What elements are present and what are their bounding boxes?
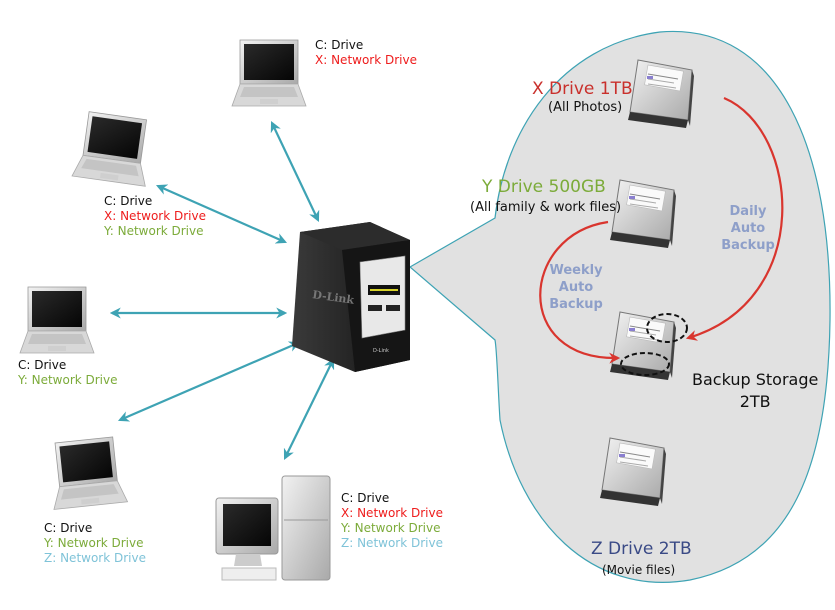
laptop-icon: [231, 39, 307, 107]
nas-device-icon: D-Link D-Link: [292, 222, 410, 372]
daily-line: Backup: [721, 238, 775, 253]
arrow-laptop-upper-left: [155, 184, 288, 244]
client-labels-laptop-left: C: Drive Y: Network Drive: [18, 358, 118, 388]
drive-label: C: Drive: [315, 38, 364, 52]
daily-backup-label: Daily Auto Backup: [718, 203, 778, 254]
client-labels-desktop: C: Drive X: Network Drive Y: Network Dri…: [341, 491, 443, 551]
backup-hdd-icon: [609, 311, 677, 381]
laptop-icon: [46, 435, 129, 510]
drive-label: Y: Network Drive: [104, 224, 204, 238]
weekly-backup-label: Weekly Auto Backup: [544, 262, 608, 313]
drive-label: X: Network Drive: [104, 209, 206, 223]
nas-brand-logo: D-Link: [312, 288, 356, 307]
laptop-icon: [71, 110, 155, 187]
backup-partition-y: [620, 352, 670, 376]
svg-text:D-Link: D-Link: [373, 348, 389, 354]
x-drive-subtitle: (All Photos): [548, 100, 623, 115]
drive-label: Y: Network Drive: [341, 521, 441, 535]
laptop-icon: [19, 286, 95, 354]
drive-label: Z: Network Drive: [44, 551, 146, 565]
desktop-computer-icon: [215, 475, 331, 581]
daily-backup-arrow: [685, 96, 784, 341]
client-labels-laptop-upper-left: C: Drive X: Network Drive Y: Network Dri…: [104, 194, 206, 239]
network-arrows: [109, 121, 335, 460]
backup-partition-x: [646, 313, 688, 343]
drive-label: X: Network Drive: [315, 53, 417, 67]
daily-line: Daily: [729, 204, 767, 219]
z-drive-hdd-icon: [599, 437, 667, 507]
drive-label: Z: Network Drive: [341, 536, 443, 550]
drive-label: C: Drive: [44, 521, 93, 535]
drive-label: C: Drive: [18, 358, 67, 372]
drive-label: Y: Network Drive: [18, 373, 118, 387]
drive-label: C: Drive: [341, 491, 390, 505]
backup-title-line: 2TB: [739, 392, 771, 411]
drive-label: C: Drive: [104, 194, 153, 208]
arrow-desktop: [283, 358, 335, 460]
storage-balloon: [408, 30, 831, 583]
client-labels-laptop-top: C: Drive X: Network Drive: [315, 38, 417, 68]
z-drive-subtitle: (Movie files): [602, 563, 676, 577]
x-drive-hdd-icon: [627, 59, 695, 129]
z-drive-title: Z Drive 2TB: [591, 539, 692, 559]
y-drive-subtitle: (All family & work files): [470, 200, 622, 215]
weekly-backup-arrow: [539, 220, 621, 364]
arrow-laptop-lower-left: [117, 341, 301, 422]
client-labels-laptop-lower-left: C: Drive Y: Network Drive Z: Network Dri…: [44, 521, 146, 566]
backup-storage-title: Backup Storage 2TB: [692, 369, 818, 413]
arrow-laptop-top: [270, 121, 320, 222]
weekly-line: Weekly: [549, 263, 603, 278]
x-drive-title: X Drive 1TB: [532, 79, 633, 99]
drive-label: X: Network Drive: [341, 506, 443, 520]
daily-line: Auto: [730, 221, 766, 236]
weekly-line: Auto: [558, 280, 594, 295]
drive-label: Y: Network Drive: [44, 536, 144, 550]
y-drive-title: Y Drive 500GB: [482, 177, 606, 197]
weekly-line: Backup: [549, 297, 603, 312]
backup-title-line: Backup Storage: [692, 370, 819, 389]
